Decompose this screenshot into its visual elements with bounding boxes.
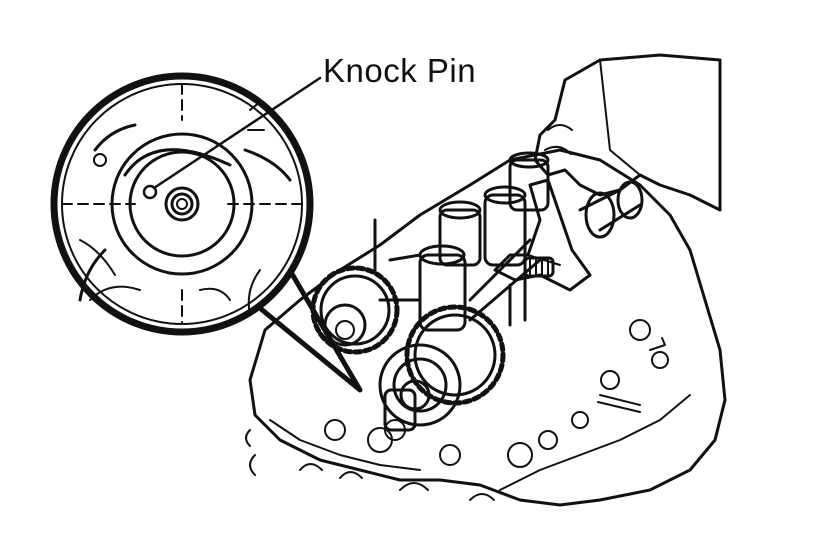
wrench bbox=[493, 178, 592, 292]
camshaft-gear bbox=[378, 304, 506, 441]
knock-pin-hole bbox=[142, 184, 158, 200]
knock-pin-leader-line bbox=[152, 76, 322, 190]
knock-pin-label: Knock Pin bbox=[323, 52, 477, 89]
cylinder-head bbox=[245, 148, 727, 507]
hand bbox=[533, 53, 722, 212]
camshaft-assembly bbox=[373, 151, 644, 332]
magnified-detail-callout bbox=[50, 72, 363, 393]
rear-camshaft-gear bbox=[310, 265, 400, 355]
